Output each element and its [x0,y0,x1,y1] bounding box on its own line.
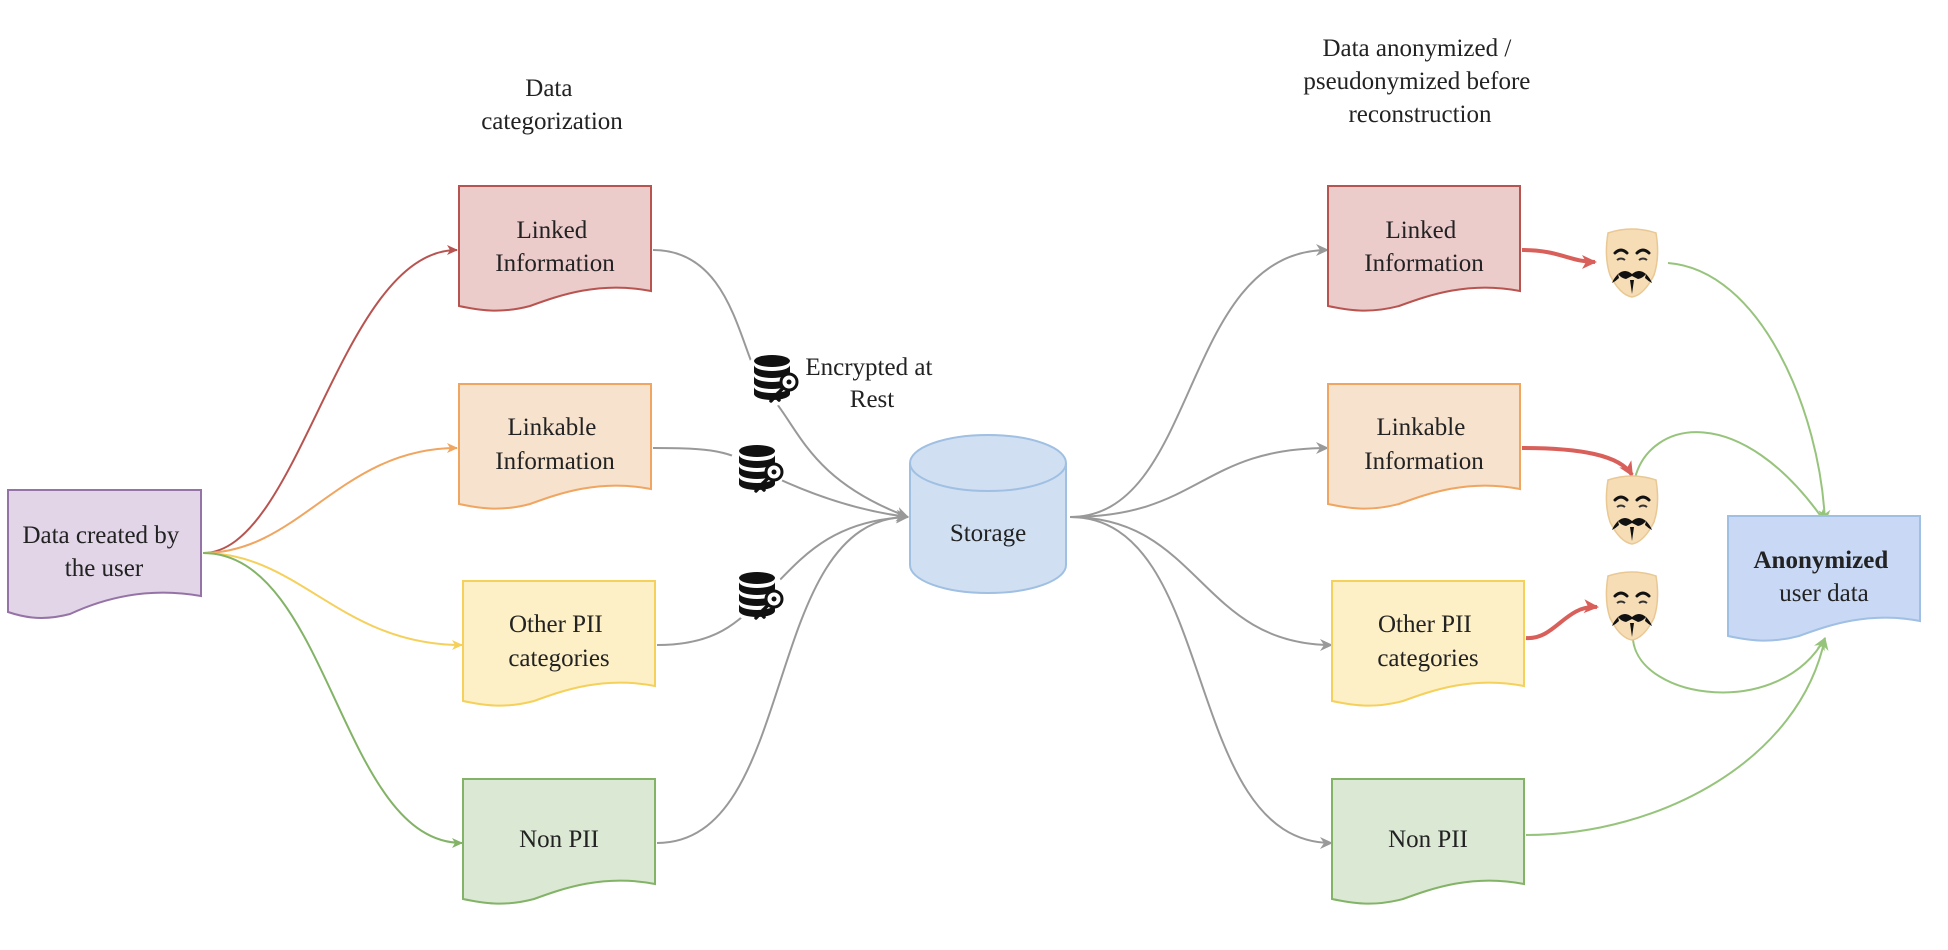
left-linked-node[interactable]: Linked Information [458,185,652,312]
left-non-pii-line: Non PII [519,826,599,853]
encryption-label: Encrypted at Rest [805,354,938,413]
left-linked-line: Information [495,250,615,277]
arrow-linkable-to-mask [1521,446,1634,477]
result-label-bold: Anonymized [1754,547,1889,574]
right-linkable-node[interactable]: Linkable Information [1327,383,1521,510]
storage-node[interactable]: Storage [909,434,1067,594]
result-arrows [1525,262,1831,836]
arrow-nonpii-to-result [1525,637,1829,836]
left-non-pii-label: Non PII [519,826,599,853]
left-other-pii-line: Other PII [509,611,603,638]
source-label-line: Data created by [22,522,179,549]
arrow-to-non-pii [202,552,463,848]
arrow-other-to-storage [656,511,909,646]
encryption-label-line: Encrypted at [805,354,932,381]
guy-fawkes-mask-icon [1604,227,1660,299]
right-linked-node[interactable]: Linked Information [1327,185,1521,312]
right-non-pii-line: Non PII [1388,826,1468,853]
result-label: Anonymized user data [1754,547,1895,607]
right-linked-line: Linked [1385,217,1456,244]
header-anonymization: Data anonymized / pseudonymized before r… [1303,35,1536,128]
arrow-to-linked [202,245,458,554]
database-key-icon [729,440,785,496]
right-other-pii-label: Other PII categories [1377,611,1478,672]
storage-in-arrows [652,249,909,844]
header-categorization-line: categorization [481,108,623,135]
result-label-line: user data [1779,580,1869,607]
header-categorization: Data categorization [481,75,623,135]
arrow-mask3-to-result [1632,637,1826,694]
arrow-to-linkable [202,443,458,554]
arrow-storage-to-linked [1069,244,1329,518]
arrow-to-other-pii [202,552,463,650]
left-linked-line: Linked [516,217,587,244]
right-linked-label: Linked Information [1364,217,1484,277]
arrow-mask2-to-result [1634,431,1826,523]
right-other-pii-node[interactable]: Other PII categories [1331,580,1525,707]
left-other-pii-line: categories [508,645,609,672]
header-anonymization-line: reconstruction [1348,101,1492,128]
left-linkable-line: Information [495,448,615,475]
right-linkable-line: Linkable [1376,414,1465,441]
right-linked-line: Information [1364,250,1484,277]
right-non-pii-node[interactable]: Non PII [1331,778,1525,905]
arrow-mask1-to-result [1667,262,1831,523]
right-linkable-line: Information [1364,448,1484,475]
left-linked-label: Linked Information [495,217,615,277]
right-linkable-label: Linkable Information [1364,414,1484,475]
storage-out-arrows [1069,244,1333,849]
right-other-pii-line: categories [1377,645,1478,672]
arrow-linked-to-mask [1521,248,1597,269]
header-anonymization-line: Data anonymized / [1322,35,1511,62]
database-key-icon [744,350,800,406]
left-other-pii-label: Other PII categories [508,611,609,672]
arrow-storage-to-nonpii [1069,516,1333,849]
right-non-pii-label: Non PII [1388,826,1468,853]
left-linkable-line: Linkable [507,414,596,441]
guy-fawkes-mask-icon [1604,474,1660,546]
encryption-label-line: Rest [850,386,895,413]
left-linkable-label: Linkable Information [495,414,615,475]
result-node[interactable]: Anonymized user data [1727,515,1921,642]
guy-fawkes-mask-icon [1604,570,1660,642]
storage-label: Storage [950,520,1026,547]
arrow-storage-to-linkable [1069,442,1329,518]
database-key-icon [729,567,785,623]
left-linkable-node[interactable]: Linkable Information [458,383,652,510]
header-categorization-line: Data [525,75,572,102]
source-arrows [202,245,463,848]
left-non-pii-node[interactable]: Non PII [462,778,656,905]
source-label: Data created by the user [22,522,185,582]
right-other-pii-line: Other PII [1378,611,1472,638]
arrow-nonpii-to-storage [656,511,909,844]
source-node[interactable]: Data created by the user [7,489,202,619]
source-label-line: the user [65,555,144,582]
header-anonymization-line: pseudonymized before [1303,68,1530,95]
left-other-pii-node[interactable]: Other PII categories [462,580,656,707]
arrow-other-to-mask [1525,599,1599,641]
mask-arrows [1521,248,1634,641]
arrow-storage-to-other [1069,516,1333,651]
